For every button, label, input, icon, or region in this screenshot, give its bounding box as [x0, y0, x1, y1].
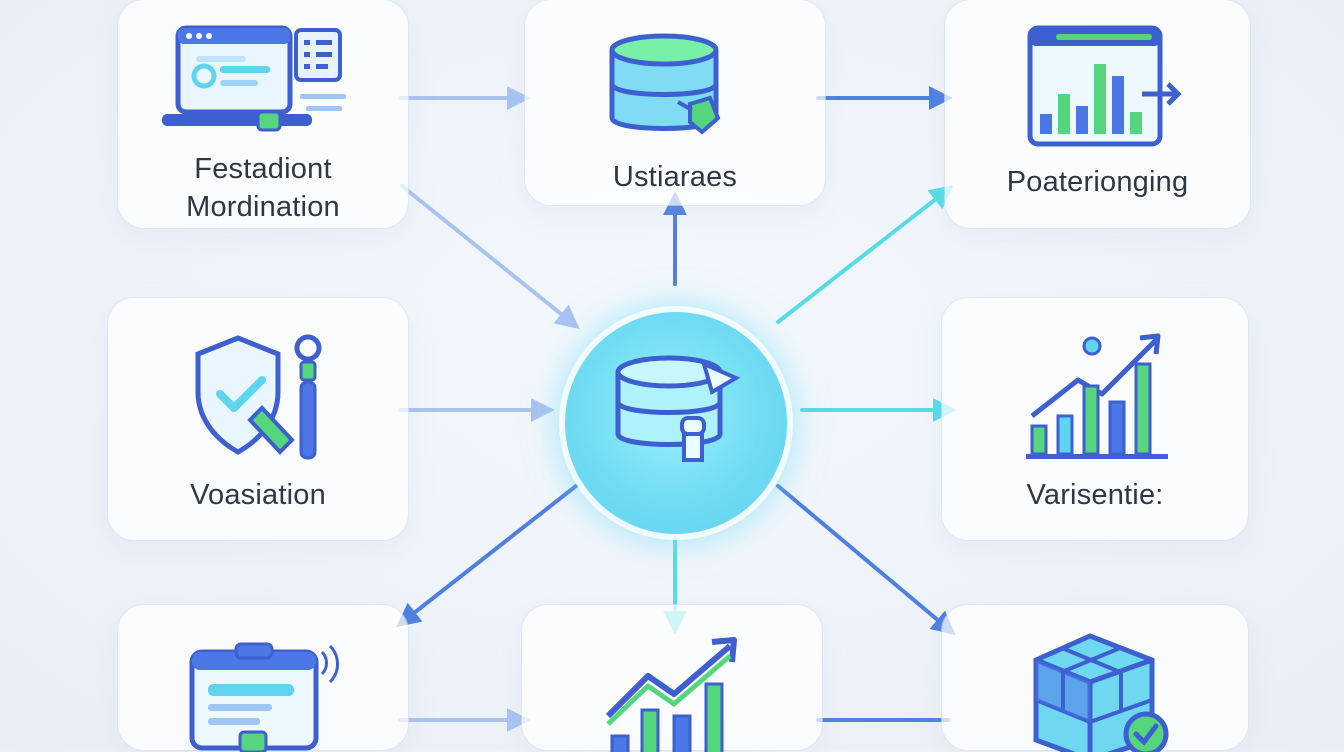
edge-hub-to-bottom-right	[776, 484, 956, 636]
edge-hub-to-top-right	[776, 185, 954, 324]
database-icon	[609, 33, 721, 135]
node-label-top-right: Poaterionging	[1006, 166, 1189, 198]
bar-chart-window-icon	[1027, 25, 1182, 147]
laptop-dashboard-icon	[162, 25, 346, 132]
node-label-top-left: Festadiont Mordination	[186, 153, 340, 223]
edge-top-left-to-hub	[400, 184, 580, 330]
cube-icon	[1033, 633, 1169, 752]
shield-check-icon	[195, 334, 322, 460]
node-card-bottom-center	[522, 605, 822, 750]
growth-chart-icon	[1026, 333, 1168, 459]
trend-chart-icon	[605, 637, 737, 752]
edge-hub-to-bottom-left	[396, 484, 578, 627]
node-label-top-center: Ustiaraes	[612, 161, 738, 193]
node-label-middle-left: Voasiation	[190, 479, 326, 511]
clipboard-icon	[189, 642, 339, 752]
node-label-middle-right: Varisentie:	[1026, 479, 1164, 511]
central-database-icon	[615, 355, 741, 462]
